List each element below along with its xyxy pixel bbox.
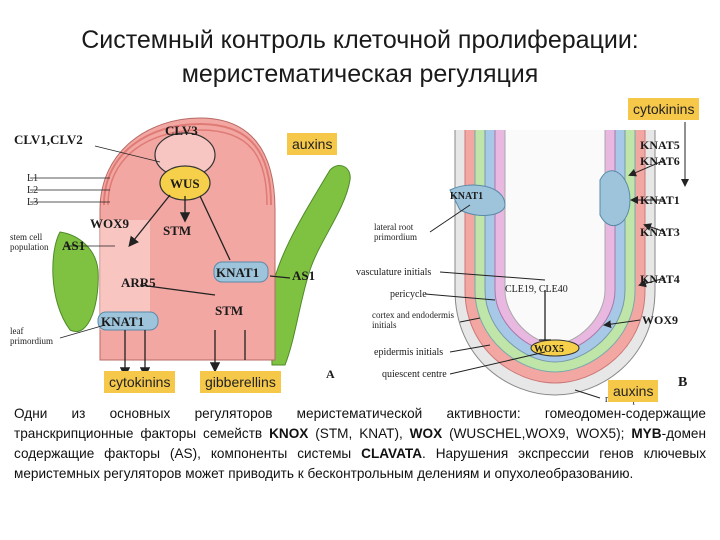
quiescent-label: quiescent centre xyxy=(382,369,447,380)
knat5-label: KNAT5 xyxy=(640,138,680,152)
panel-b-labels: KNAT5 KNAT6 KNAT1 KNAT3 KNAT4 WOX9 WOX5 … xyxy=(356,138,687,405)
panel-a-arrows xyxy=(119,194,291,378)
desc-part-1: Одни из основных регуляторов меристемати… xyxy=(14,406,706,441)
knat3-label: KNAT3 xyxy=(640,225,680,239)
desc-knox: KNOX xyxy=(269,426,309,441)
layer-l2 xyxy=(107,129,268,206)
l2-label: L2 xyxy=(27,185,38,196)
title-line-2: меристематическая регуляция xyxy=(181,60,539,88)
wox9-label: WOX9 xyxy=(90,216,130,231)
clv1-clv2-label: CLV1,CLV2 xyxy=(14,132,83,147)
desc-clavata: CLAVATA xyxy=(361,446,423,461)
title-line-1: Системный контроль клеточной пролифераци… xyxy=(81,26,639,54)
panel-b-letter: B xyxy=(678,375,687,390)
layer-l1 xyxy=(103,122,272,206)
cortex-label: cortex and endodermis initials xyxy=(372,310,454,330)
stem-cell-region xyxy=(100,220,150,330)
cytokinins-top-tag: cytokinins xyxy=(628,98,700,120)
gibberellins-tag: gibberellins xyxy=(200,371,281,393)
desc-part-4: -домен содержащие факторы (AS), компонен… xyxy=(14,426,706,461)
l3-label: L3 xyxy=(27,197,38,208)
panel-b-arrows xyxy=(424,122,689,399)
desc-part-2: (STM, KNAT), xyxy=(308,426,410,441)
knat1-root-left-label: KNAT1 xyxy=(450,191,483,202)
knat1-zone xyxy=(97,311,159,331)
clv3-label: CLV3 xyxy=(165,123,198,138)
leaf-primordium-left xyxy=(52,231,99,333)
cle-label: CLE19, CLE40 xyxy=(505,284,568,295)
knat6-label: KNAT6 xyxy=(640,154,680,168)
panel-a-labels: CLV1,CLV2 CLV3 WUS WOX9 STM ARR5 KNAT1 A… xyxy=(10,123,335,381)
vasculature-label: vasculature initials xyxy=(356,267,431,278)
wox9-root-label: WOX9 xyxy=(642,313,678,327)
knat1-root-right xyxy=(599,170,631,227)
knat1-right-label: KNAT1 xyxy=(640,193,680,207)
knat1-mid-zone xyxy=(213,261,269,283)
l1-label: L1 xyxy=(27,173,38,184)
root-meristem-panel xyxy=(449,130,656,396)
vasculature xyxy=(504,130,606,345)
wus-label: WUS xyxy=(170,176,200,191)
knat4-label: KNAT4 xyxy=(640,272,680,286)
pericycle-label: pericycle xyxy=(390,289,427,300)
stem-cell-label: stem cell population xyxy=(10,232,49,252)
desc-wox: WOX xyxy=(409,426,443,441)
as1-right-label: AS1 xyxy=(292,268,315,283)
stm-bottom-label: STM xyxy=(215,303,243,318)
leaf-primordium-label: leaf primordium xyxy=(10,326,53,346)
panel-a-letter: A xyxy=(326,367,335,381)
as1-left-label: AS1 xyxy=(62,238,85,253)
knat1-left-label: KNAT1 xyxy=(101,314,144,329)
wox5-label: WOX5 xyxy=(534,344,564,355)
desc-part-5: . Нарушения экспрессии генов ключевых ме… xyxy=(14,446,706,481)
auxins-top-tag: auxins xyxy=(287,133,338,155)
cytokinins-bottom-tag: cytokinins xyxy=(104,371,176,393)
desc-myb: MYB xyxy=(631,426,662,441)
desc-part-3: (WUSCHEL,WOX9, WOX5); xyxy=(442,426,632,441)
shoot-meristem-panel xyxy=(52,117,351,366)
description-text: Одни из основных регуляторов меристемати… xyxy=(14,404,706,484)
leaf-primordium-right xyxy=(269,165,351,366)
arr5-label: ARR5 xyxy=(121,275,156,290)
stm-top-label: STM xyxy=(163,223,191,238)
knat1-root-left xyxy=(449,184,506,216)
lateral-root-label: lateral root primordium xyxy=(374,222,417,242)
panel-a-leader-lines xyxy=(30,145,161,339)
auxins-bottom-tag: auxins xyxy=(608,380,659,402)
epidermis-label: epidermis initials xyxy=(374,347,443,358)
knat1-mid-label: KNAT1 xyxy=(216,265,259,280)
